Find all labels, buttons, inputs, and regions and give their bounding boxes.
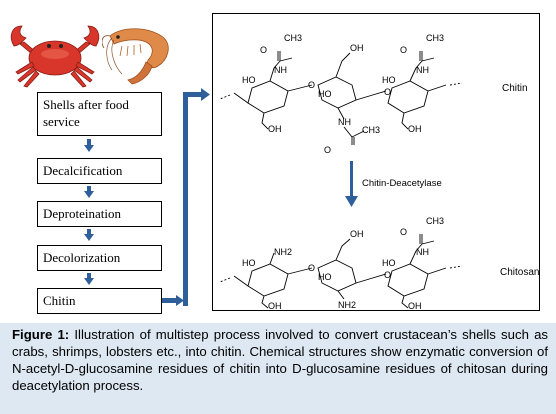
o-label: O: [260, 45, 267, 55]
step-label: Shells after food service: [43, 97, 129, 129]
nh-label: NH: [338, 117, 351, 127]
o-label: O: [384, 87, 391, 97]
nh2-label: NH2: [338, 300, 356, 310]
step-chitin: Chitin: [37, 288, 162, 314]
connector-arrow-icon: [162, 88, 210, 306]
chemical-structures-panel: [212, 13, 540, 311]
o-label: O: [400, 227, 407, 237]
step-shells-after-food-service: Shells after food service: [37, 92, 162, 136]
down-arrow-icon: [345, 161, 358, 207]
enzyme-label: Chitin-Deacetylase: [362, 178, 442, 189]
down-arrow-icon: [84, 229, 94, 241]
oh-label: OH: [268, 301, 282, 311]
shrimp-image: [102, 28, 169, 85]
step-label: Decolorization: [43, 250, 121, 265]
ho-label: HO: [242, 258, 256, 268]
chitin-structure-label: Chitin: [502, 83, 528, 94]
nh2-label: NH2: [274, 247, 292, 257]
ch3-label: CH3: [426, 33, 444, 43]
down-arrow-icon: [84, 186, 94, 198]
ho-label: HO: [242, 75, 256, 85]
oh-label: OH: [408, 301, 422, 311]
step-deproteination: Deproteination: [37, 201, 162, 227]
crab-image: [10, 25, 100, 88]
o-label: O: [308, 263, 315, 273]
nh-label: NH: [274, 65, 287, 75]
process-arrows: [84, 88, 210, 306]
ho-label: HO: [382, 258, 396, 268]
ho-label: HO: [318, 272, 332, 282]
oh-label: OH: [350, 43, 364, 53]
oh-label: OH: [408, 124, 422, 134]
step-label: Chitin: [43, 293, 76, 308]
down-arrow-icon: [84, 139, 94, 152]
step-label: Decalcification: [43, 163, 123, 178]
nh-label: NH: [416, 65, 429, 75]
chitosan-structure-label: Chitosan: [500, 267, 539, 278]
o-label: O: [400, 45, 407, 55]
chemical-structures: O CH3 NH HO OH O OH HO NH O CH3 O O CH3 …: [219, 33, 539, 311]
o-label: O: [384, 270, 391, 280]
figure-caption: Figure 1: Illustration of multistep proc…: [0, 323, 556, 414]
down-arrow-icon: [84, 273, 94, 285]
nh-label: NH: [416, 247, 429, 257]
step-decolorization: Decolorization: [37, 245, 162, 271]
ch3-label: CH3: [284, 33, 302, 43]
ho-label: HO: [318, 89, 332, 99]
step-decalcification: Decalcification: [37, 158, 162, 184]
figure-label: Figure 1:: [12, 327, 70, 342]
ch3-label: CH3: [362, 125, 380, 135]
ch3-label: CH3: [426, 216, 444, 226]
o-label: O: [324, 145, 331, 155]
caption-text: Illustration of multistep process involv…: [12, 327, 549, 393]
step-label: Deproteination: [43, 206, 121, 221]
oh-label: OH: [350, 229, 364, 239]
o-label: O: [308, 80, 315, 90]
ho-label: HO: [382, 75, 396, 85]
oh-label: OH: [268, 124, 282, 134]
